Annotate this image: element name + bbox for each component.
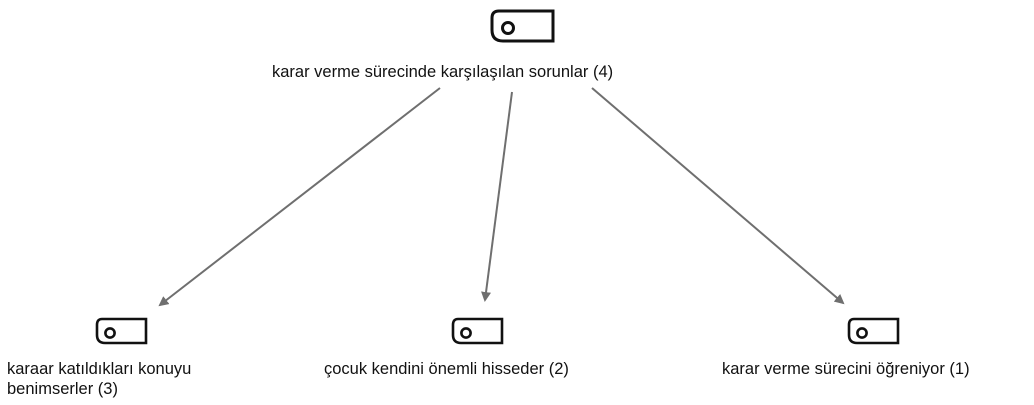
child-label-3: karar verme sürecini öğreniyor (1) — [722, 360, 970, 378]
child-node-3[interactable]: karar verme sürecini öğreniyor (1) — [700, 310, 1034, 400]
code-node-icon — [847, 317, 900, 345]
child-label-2: çocuk kendini önemli hisseder (2) — [324, 360, 569, 378]
child-node-1[interactable]: karaar katıldıkları konuyu benimserler (… — [0, 310, 260, 400]
edge-root-to-child-1 — [158, 87, 441, 307]
child-node-2[interactable]: çocuk kendini önemli hisseder (2) — [300, 310, 660, 400]
code-node-icon — [451, 317, 504, 345]
edge-root-to-child-2 — [481, 91, 513, 302]
child-label-1: karaar katıldıkları konuyu benimserler (… — [7, 360, 192, 398]
code-node-icon — [95, 317, 148, 345]
root-node[interactable]: karar verme sürecinde karşılaşılan sorun… — [0, 0, 1034, 90]
edge-root-to-child-3 — [591, 87, 845, 305]
code-node-icon — [490, 9, 555, 43]
root-label: karar verme sürecinde karşılaşılan sorun… — [272, 63, 614, 81]
